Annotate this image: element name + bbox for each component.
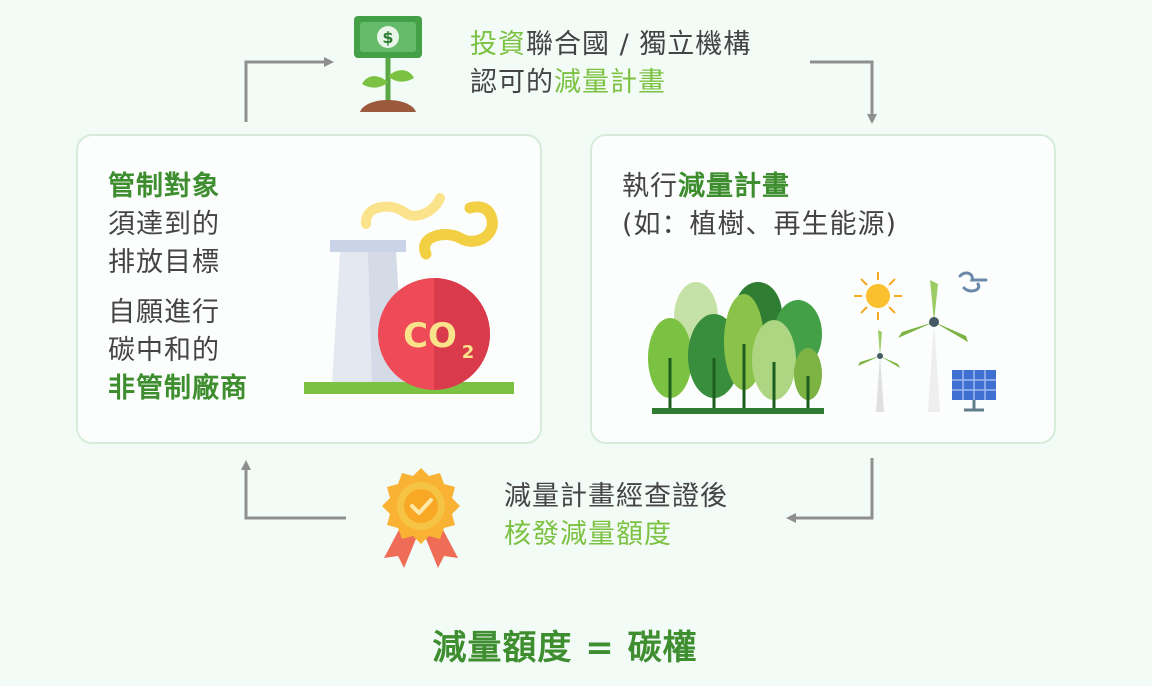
svg-text:$: $: [382, 28, 393, 47]
co2-subscript: 2: [462, 342, 475, 363]
project-examples: (如：植樹、再生能源): [622, 209, 898, 240]
execute-prefix: 執行: [622, 171, 678, 202]
arrow-top-to-right: [810, 60, 877, 124]
co2-label: CO: [403, 316, 457, 356]
project-highlight: 減量計畫: [678, 171, 790, 202]
left-line-4: 自願進行: [108, 297, 220, 328]
footer-equation: 減量額度 = 碳權: [432, 628, 698, 668]
regulated-entities-label: 管制對象: [108, 171, 220, 202]
right-card-projects: 執行減量計畫 (如：植樹、再生能源): [590, 134, 1056, 444]
non-regulated-label: 非管制廠商: [108, 373, 248, 404]
factory-co2-icon: CO 2: [300, 184, 520, 400]
left-line-3: 排放目標: [108, 247, 220, 278]
verify-line-2: 核發減量額度: [504, 519, 672, 550]
forest-icon: [648, 278, 828, 418]
right-card-text: 執行減量計畫 (如：植樹、再生能源): [622, 168, 897, 244]
arrow-right-to-bottom: [786, 458, 874, 523]
approved-rest: 認可的: [470, 67, 554, 98]
approved-highlight: 減量計畫: [554, 67, 666, 98]
money-plant-icon: $: [348, 10, 428, 120]
invest-rest: 聯合國 / 獨立機構: [526, 29, 752, 60]
certificate-medal-icon: [374, 464, 468, 568]
invest-highlight: 投資: [470, 29, 526, 60]
left-card-text: 管制對象 須達到的 排放目標 自願進行 碳中和的 非管制廠商: [108, 168, 248, 408]
verify-line-1: 減量計畫經查證後: [504, 481, 728, 512]
left-line-2: 須達到的: [108, 209, 220, 240]
arrow-bottom-to-left: [241, 460, 346, 520]
left-line-5: 碳中和的: [108, 335, 220, 366]
step-invest-text: 投資聯合國 / 獨立機構 認可的減量計畫: [470, 26, 751, 102]
step-verify-text: 減量計畫經查證後 核發減量額度: [504, 478, 728, 554]
arrow-left-to-top: [244, 57, 334, 122]
left-card-emitters: 管制對象 須達到的 排放目標 自願進行 碳中和的 非管制廠商 CO 2: [76, 134, 542, 444]
renewable-energy-icon: [848, 266, 1008, 416]
